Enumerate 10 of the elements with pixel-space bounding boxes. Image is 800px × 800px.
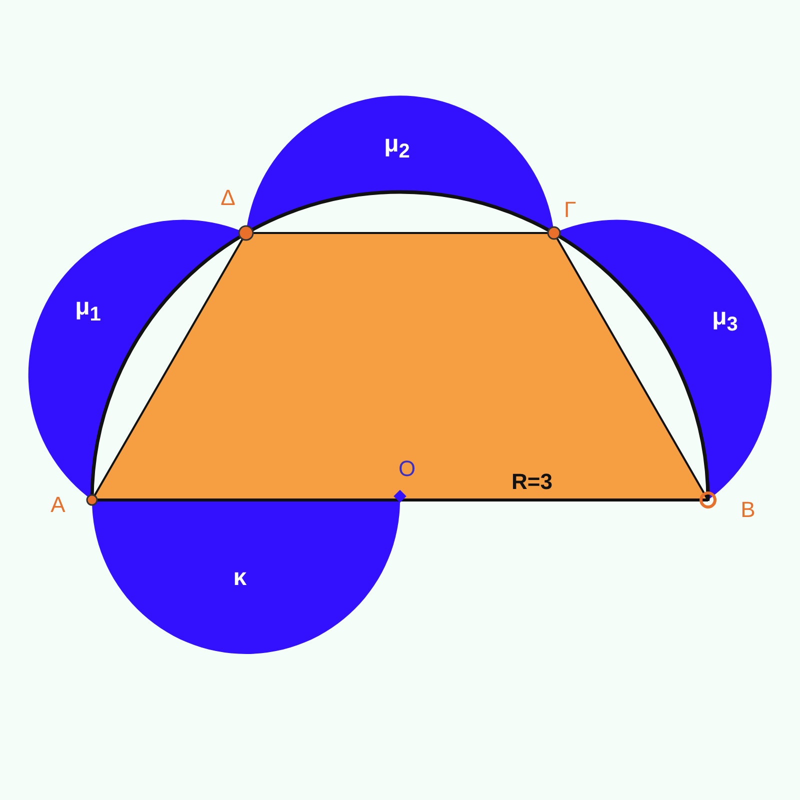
point-label: B: [740, 499, 756, 521]
point-label: O: [398, 458, 416, 480]
region-label: μ$_{2}$: [384, 132, 410, 162]
radius-label: R=3: [512, 471, 552, 493]
region-label: μ$_{1}$: [75, 296, 101, 324]
point-label: Γ: [564, 199, 576, 221]
region-label: μ$_{3}$: [712, 306, 738, 334]
point-label: A: [50, 494, 66, 516]
point-label: Δ: [220, 187, 236, 209]
region-label: κ: [233, 566, 247, 590]
